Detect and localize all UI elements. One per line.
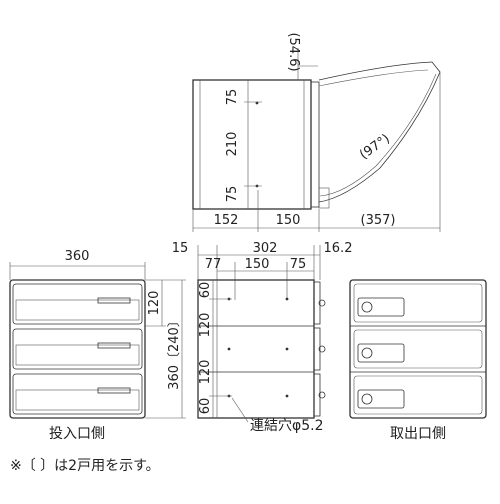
top-view-body <box>192 79 312 210</box>
top-view-door <box>310 81 320 208</box>
front-door-1 <box>12 283 143 325</box>
front-slot-1 <box>97 297 131 304</box>
dim-side-top-right: 16.2 <box>324 241 353 256</box>
hole-mark <box>285 297 289 301</box>
side-view: 15 302 16.2 77 150 75 60 120 120 <box>172 241 353 434</box>
door-swing-arc <box>318 61 441 203</box>
side-body <box>197 279 315 419</box>
nameplate-3 <box>357 389 405 409</box>
hole-mark <box>227 347 231 351</box>
lock-icon <box>361 301 373 313</box>
dim-front-width: 360 <box>65 249 90 264</box>
dim-hole-x3: 75 <box>290 257 307 272</box>
dim-w-right: 150 <box>276 213 301 228</box>
top-view: 75 210 75 (54.6) (97°) 152 150 (357) <box>192 32 441 232</box>
dim-v-top: 75 <box>225 89 240 106</box>
dim-flap-offset: (54.6) <box>286 32 301 71</box>
nameplate-1 <box>357 297 405 317</box>
hole-label: 連結穴φ5.2 <box>250 418 324 434</box>
back-caption: 取出口側 <box>390 426 446 442</box>
dim-side-h-bot: 60 <box>198 398 213 415</box>
dim-open-angle: (97°) <box>357 131 393 162</box>
dim-w-left: 152 <box>214 213 239 228</box>
dim-hole-x1: 77 <box>205 257 222 272</box>
dim-side-h-top: 60 <box>198 282 213 299</box>
dim-unit-height: 120 <box>147 291 162 316</box>
front-slot-2 <box>97 342 131 349</box>
front-slot-3 <box>97 387 131 394</box>
hole-mark <box>285 394 289 398</box>
dim-hole-x2: 150 <box>245 257 270 272</box>
footnote: ※〔 〕は2戸用を示す。 <box>10 458 160 474</box>
dim-open-depth: (357) <box>361 213 396 228</box>
front-door-3 <box>12 373 143 415</box>
dim-side-h-mid1: 120 <box>198 313 213 338</box>
lock-icon <box>361 393 373 405</box>
nameplate-2 <box>357 343 405 363</box>
front-caption: 投入口側 <box>49 426 105 442</box>
front-view: 360 120 360〔240〕 投入口側 <box>9 249 186 442</box>
dim-total-height: 360〔240〕 <box>167 314 182 390</box>
lock-icon <box>361 347 373 359</box>
hole-mark <box>285 347 289 351</box>
front-door-2 <box>12 328 143 370</box>
dim-side-top-left: 15 <box>172 241 189 256</box>
front-body <box>9 279 146 419</box>
dim-v-bot: 75 <box>225 186 240 203</box>
dim-side-top-mid: 302 <box>253 241 278 256</box>
back-body <box>349 279 487 419</box>
dim-side-h-mid2: 120 <box>198 360 213 385</box>
dim-v-mid: 210 <box>225 132 240 157</box>
back-view: 取出口側 <box>349 279 487 442</box>
